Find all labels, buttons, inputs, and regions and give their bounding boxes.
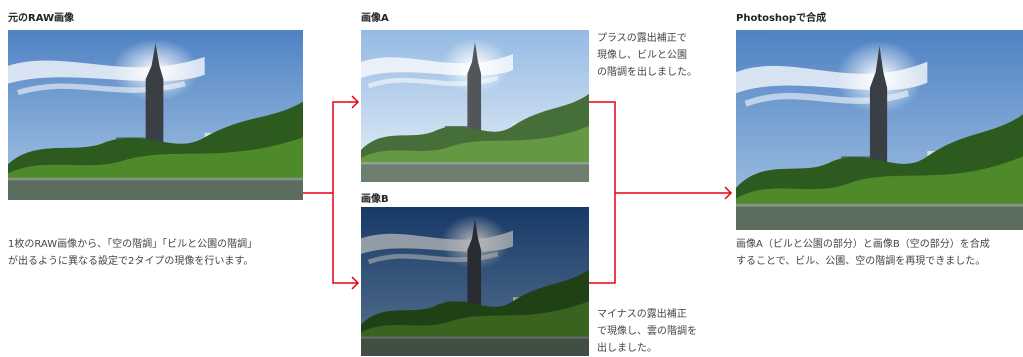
original-raw-photo: [8, 30, 303, 200]
arrow-to-image-b: [332, 193, 358, 284]
image-a-title: 画像A: [361, 13, 389, 24]
merge-from-image-a: [589, 101, 616, 193]
image-a-note-line-2: 現像し、ビルと公園: [597, 50, 687, 61]
original-caption: 1枚のRAW画像から、「空の階調」「ビルと公園の階調」 が出るように異なる設定で…: [8, 236, 257, 270]
merge-from-image-b: [589, 193, 616, 284]
image-a-note: プラスの露出補正で 現像し、ビルと公園 の階調を出しました。: [597, 30, 697, 81]
arrowhead-b: [351, 276, 360, 290]
image-b-note: マイナスの露出補正 で現像し、雲の階調を 出しました。: [597, 306, 697, 357]
original-caption-line-1: 1枚のRAW画像から、「空の階調」「ビルと公園の階調」: [8, 239, 258, 250]
arrow-to-image-a: [332, 101, 358, 193]
image-b-note-line-1: マイナスの露出補正: [597, 309, 687, 320]
image-b-note-line-3: 出しました。: [597, 343, 657, 354]
image-b-note-line-2: で現像し、雲の階調を: [597, 326, 697, 337]
image-b-title: 画像B: [361, 194, 389, 205]
image-a-note-line-1: プラスの露出補正で: [597, 33, 687, 44]
arrowhead-a: [351, 95, 360, 109]
result-caption-line-1: 画像A（ビルと公園の部分）と画像B（空の部分）を合成: [736, 239, 990, 250]
result-caption: 画像A（ビルと公園の部分）と画像B（空の部分）を合成 することで、ビル、公園、空…: [736, 236, 990, 270]
original-title: 元のRAW画像: [8, 13, 75, 24]
result-caption-line-2: することで、ビル、公園、空の階調を再現できました。: [736, 256, 986, 267]
arrowhead-composite: [724, 186, 733, 200]
original-caption-line-2: が出るように異なる設定で2タイプの現像を行います。: [8, 256, 254, 267]
image-a-note-line-3: の階調を出しました。: [597, 67, 697, 78]
image-b-photo: [361, 207, 589, 356]
composite-photo: [736, 30, 1023, 230]
result-title: Photoshopで合成: [736, 13, 827, 24]
image-a-photo: [361, 30, 589, 182]
